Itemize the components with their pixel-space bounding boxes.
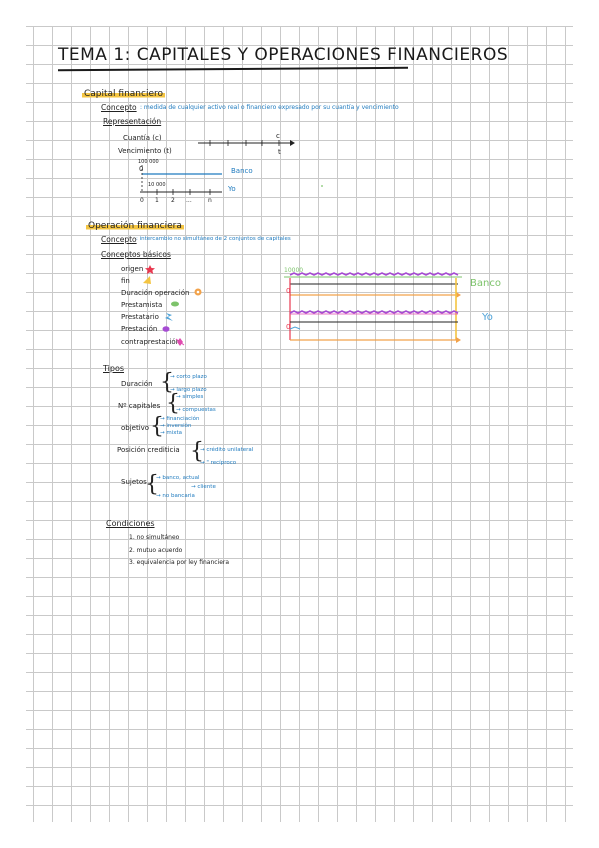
amount-10000: 10 000 [148,182,166,188]
condicion-item-3: 3. equivalencia por ley financiera [129,559,230,566]
basic-item-contraprestacion: contraprestación [121,338,181,346]
tipos-sujetos-item: → banco, actual [156,475,200,481]
operacion-heading: Operación financiera [86,221,184,231]
sun-icon [194,288,202,296]
tipos-duracion-items: → corto plazo → largo plazo [170,373,207,395]
tipos-sujetos-items: → banco, actual → cliente → no bancaria [156,474,216,501]
brace-duracion: { [160,370,174,395]
yo-label: Yo [228,185,236,193]
tipos-objetivo-item: → financiación [160,416,200,422]
tipos-posicion-item: → crédito unilateral [200,447,254,453]
axis-label-3: ... [186,197,192,204]
triangle-icon [143,276,151,284]
capital-concept-text: : medida de cualquier activo real o fina… [140,104,399,111]
tipos-sujetos-label: Sujetos [121,478,147,486]
vencimiento-label: Vencimiento (t) [118,147,172,155]
brace-objetivo: { [150,414,164,439]
tipos-sujetos-item: → cliente [191,484,216,490]
prestacion-zigzag-top [289,272,459,276]
tipos-objetivo-item: → inversión [160,423,192,429]
representation-label: Representación [103,117,162,126]
tipos-objetivo-item: → mixta [160,430,183,436]
brace-posicion: { [190,439,204,464]
tipos-capitales-item: → simples [176,394,204,400]
representation-axis-arrow [290,140,295,146]
tipos-duracion-item: → corto plazo [170,374,207,380]
page-title: TEMA 1: CAPITALES Y OPERACIONES FINANCIE… [58,45,509,65]
basic-item-duracion: Duración operación [121,289,190,297]
basic-item-prestacion: Prestación [121,325,158,333]
cuantia-label: Cuantía (c) [123,134,162,142]
axis-label-1: 1 [155,197,159,204]
amount-100000: 100 000 [138,159,159,165]
capital-heading: Capital financiero [82,89,166,99]
tipos-duracion-label: Duración [121,380,153,388]
diagram-zero-b: 0 [286,323,291,331]
banco-label: Banco [231,167,253,175]
tipos-capitales-item: → compuestas [176,407,216,413]
diagram-zero-a: 0 [286,287,291,295]
axis-label-2: 2 [171,197,175,204]
diagram-banco-label: Banco [470,278,501,289]
brace-sujetos: { [145,472,159,497]
star-icon [145,265,155,274]
tipos-heading: Tipos [103,364,125,373]
diagram-yo-label: Yo [482,312,493,323]
basic-concepts-label: Conceptos básicos [101,250,171,259]
capital-concept-label: Concepto [101,103,137,112]
basic-item-origen: origen [121,265,144,273]
diagram-amount: 10000 [284,267,304,274]
bolt-icon [165,313,173,321]
tipos-posicion-items: → crédito unilateral → " recíproco [200,444,253,470]
condicion-item-1: 1. no simultáneo [129,534,180,541]
tipos-duracion-item: → largo plazo [170,387,207,393]
basic-item-prestatario: Prestatario [121,313,159,321]
tipos-objetivo-label: objetivo [121,424,150,432]
tipos-capitales-items: → simples → compuestas [176,393,216,415]
tipos-posicion-item: → " recíproco [200,460,237,466]
condiciones-heading: Condiciones [106,519,155,528]
t-mark: t [278,148,281,156]
basic-item-fin: fin [121,277,130,285]
cloud-icon [162,326,170,332]
tipos-sujetos-item: → no bancaria [156,493,195,499]
brace-capitales: { [166,391,180,416]
tipos-objetivo-items: → financiación → inversión → mixta [160,416,200,437]
prestacion-zigzag-bottom [289,310,459,314]
tipos-capitales-label: Nº capitales [118,402,161,410]
condicion-item-2: 2. mutuo acuerdo [129,547,183,554]
c-mark: c [276,132,280,140]
operacion-concept-text: : intercambio no simultáneo de 2 conjunt… [136,236,291,242]
pinwheel-icon [175,338,185,346]
leaf-icon [171,301,179,307]
axis-label-0: 0 [140,197,144,204]
tipos-posicion-label: Posición crediticia [117,446,180,454]
zero-top: 0 [139,165,144,173]
operacion-concept-label: Concepto [101,235,137,244]
axis-label-4: n [208,197,212,204]
basic-item-prestamista: Prestamista [121,301,163,309]
